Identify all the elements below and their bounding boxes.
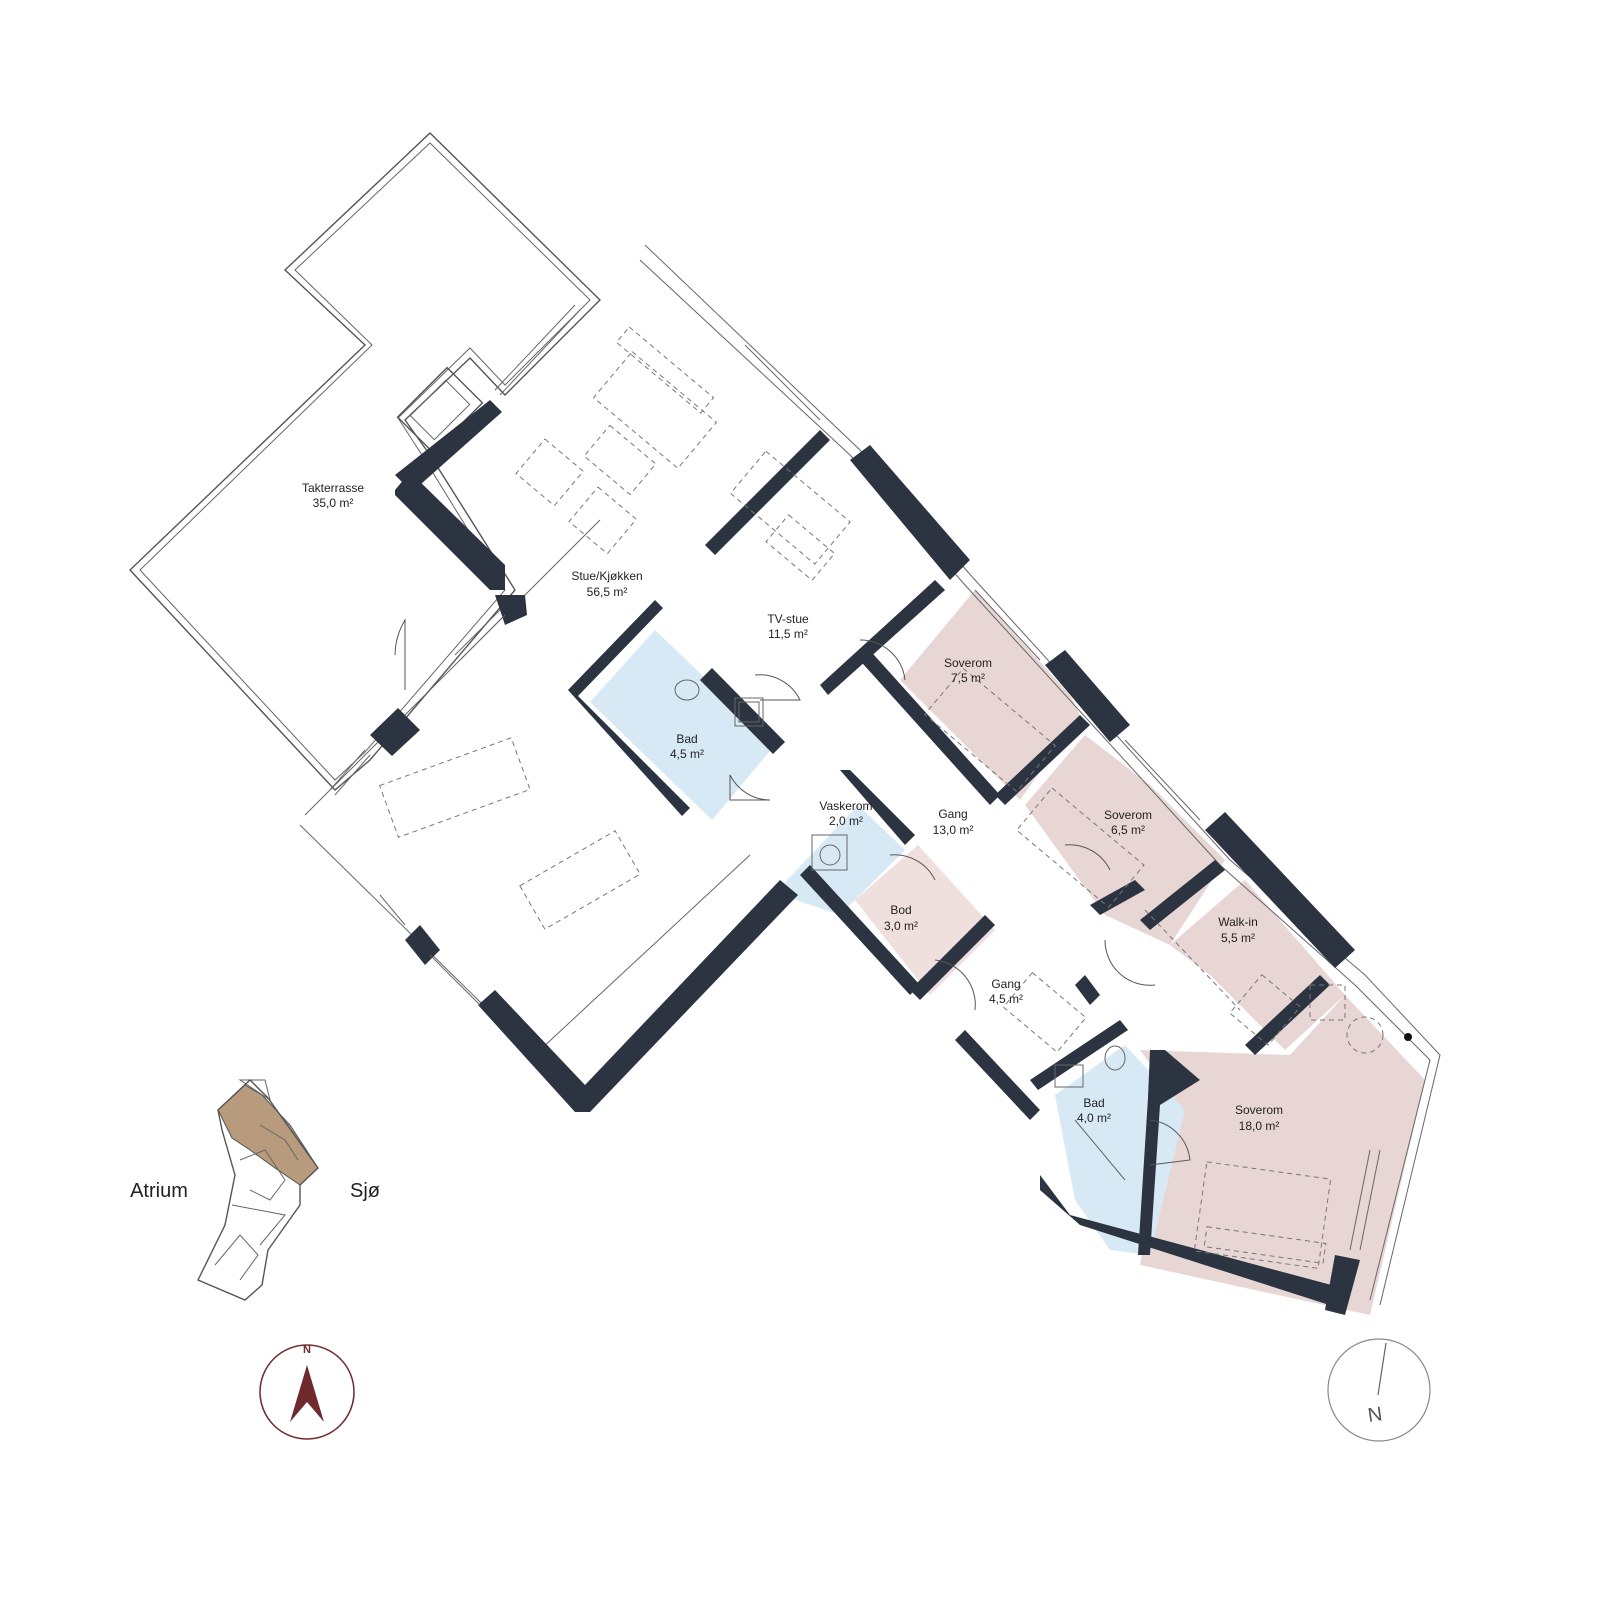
- room-area-bad1: 4,5 m²: [670, 747, 704, 761]
- wall-terrace-diag: [395, 400, 502, 492]
- wall-tvstue-east: [820, 580, 945, 695]
- room-area-soverom2: 6,5 m²: [1111, 823, 1145, 837]
- wall-bod-east: [910, 915, 995, 1000]
- wall-bod-south: [800, 865, 920, 995]
- compass-right: N: [1327, 1338, 1431, 1442]
- wall-vask-north: [840, 770, 915, 845]
- bedroom-fill-2: [1025, 735, 1225, 945]
- wall-terrace-corner: [395, 472, 505, 590]
- compass-ring: [259, 1344, 355, 1440]
- wall-walkin-divider: [1140, 860, 1225, 930]
- room-name-stue: Stue/Kjøkken: [571, 569, 642, 583]
- wall-tvstue-west: [705, 430, 830, 555]
- windows: [329, 304, 1381, 1251]
- sofa: [592, 350, 718, 470]
- compass-left: N: [259, 1344, 355, 1440]
- wall-east-lower: [1205, 812, 1355, 968]
- room-name-soverom2: Soverom: [1104, 808, 1152, 822]
- wall-south-bedroom: [1040, 1175, 1350, 1310]
- armchair-2: [568, 486, 637, 555]
- room-name-takterrasse: Takterrasse: [302, 481, 364, 495]
- key-plan-atrium-label: Atrium: [130, 1180, 188, 1202]
- room-name-walkin: Walk-in: [1218, 915, 1258, 929]
- wall-bed2-south: [1090, 880, 1145, 915]
- doors: [394, 618, 1191, 1181]
- wall-west-low: [405, 925, 440, 965]
- compass-left-letter: N: [303, 1344, 311, 1356]
- room-name-gang1: Gang: [938, 807, 967, 821]
- tv-sofa: [729, 450, 851, 565]
- terrace-outline: [129, 132, 601, 791]
- room-labels: Takterrasse 35,0 m² Stue/Kjøkken 56,5 m²…: [302, 481, 1283, 1133]
- room-name-bad2: Bad: [1083, 1096, 1104, 1110]
- wall-se-corner: [1325, 1255, 1360, 1315]
- compass-right-letter: N: [1366, 1403, 1383, 1427]
- wall-gang2-east: [1075, 975, 1100, 1005]
- wall-east-upper: [850, 445, 970, 580]
- bedroom-fill-1: [900, 590, 1080, 800]
- compass-arrow-icon: [290, 1365, 324, 1422]
- room-name-vaskerom: Vaskerom: [819, 799, 872, 813]
- armchair-1: [515, 438, 584, 507]
- walls: [370, 400, 1360, 1315]
- compass-right-needle: [1377, 1342, 1387, 1396]
- dining-table: [519, 830, 641, 930]
- room-area-gang1: 13,0 m²: [933, 823, 974, 837]
- room-name-gang2: Gang: [991, 977, 1020, 991]
- room-name-bod: Bod: [890, 903, 911, 917]
- room-area-vaskerom: 2,0 m²: [829, 814, 863, 828]
- room-name-soverom1: Soverom: [944, 656, 992, 670]
- fixtures: [674, 679, 1412, 1088]
- key-plan-sjo-label: Sjø: [350, 1180, 380, 1202]
- wall-gang2-south: [955, 1030, 1040, 1120]
- coffee-table: [583, 424, 657, 496]
- bathroom-fill-1: [590, 630, 775, 820]
- room-area-walkin: 5,5 m²: [1221, 931, 1255, 945]
- room-area-soverom1: 7,5 m²: [951, 671, 985, 685]
- room-area-tvstue: 11,5 m²: [768, 627, 808, 641]
- vaskerom-fill: [775, 805, 905, 915]
- wall-south-main: [478, 880, 798, 1112]
- room-area-bod: 3,0 m²: [884, 919, 918, 933]
- wall-bed1-west: [855, 645, 1000, 805]
- bed-small-2: [1015, 787, 1145, 908]
- room-name-soverom3: Soverom: [1235, 1103, 1283, 1117]
- room-name-bad1: Bad: [676, 732, 697, 746]
- key-plan: Atrium Sjø: [130, 1079, 380, 1301]
- room-area-takterrasse: 35,0 m²: [313, 496, 354, 510]
- kitchen-island: [379, 737, 531, 838]
- room-area-soverom3: 18,0 m²: [1239, 1119, 1280, 1133]
- room-area-bad2: 4,0 m²: [1077, 1111, 1111, 1125]
- wall-east-mid: [1045, 650, 1130, 742]
- wall-west-mid: [370, 708, 420, 756]
- wall-bath1-east: [700, 668, 785, 754]
- furniture: [379, 326, 1384, 1269]
- room-area-stue: 56,5 m²: [587, 585, 628, 599]
- compass-right-ring: [1327, 1338, 1431, 1442]
- room-area-gang2: 4,5 m²: [989, 992, 1023, 1006]
- wall-bath2-east: [1138, 1050, 1200, 1255]
- wall-walkin-inner: [1245, 975, 1330, 1055]
- bedroom-fill-3: [1140, 995, 1425, 1315]
- room-name-tvstue: TV-stue: [767, 612, 809, 626]
